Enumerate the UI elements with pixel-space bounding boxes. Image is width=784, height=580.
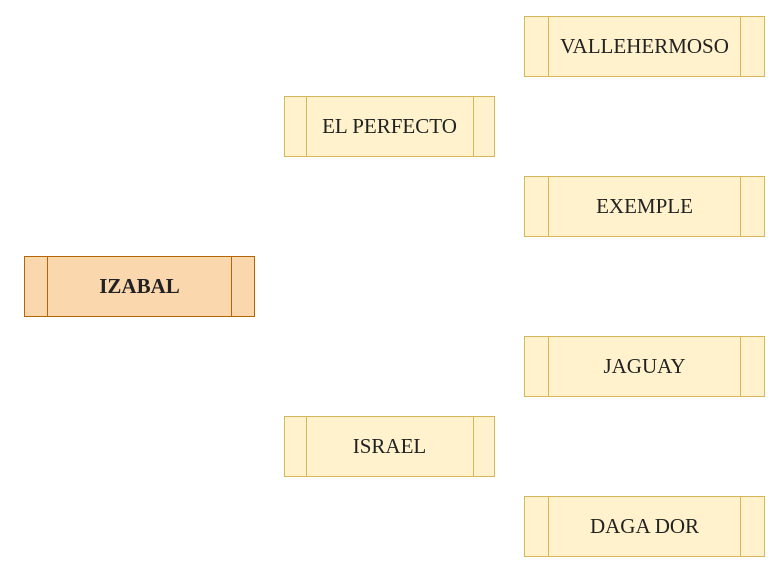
- node-divider: [548, 337, 549, 396]
- node-divider: [473, 417, 474, 476]
- node-divider: [740, 497, 741, 556]
- node-divider: [548, 497, 549, 556]
- node-vallehermoso[interactable]: VALLEHERMOSO: [524, 16, 765, 77]
- node-divider: [47, 257, 48, 316]
- node-divider: [548, 17, 549, 76]
- node-israel[interactable]: ISRAEL: [284, 416, 495, 477]
- node-label: JAGUAY: [603, 354, 686, 378]
- node-jaguay[interactable]: JAGUAY: [524, 336, 765, 397]
- node-label: DAGA DOR: [589, 514, 700, 538]
- node-divider: [740, 177, 741, 236]
- node-divider: [231, 257, 232, 316]
- node-label: EL PERFECTO: [322, 114, 457, 138]
- node-label: ISRAEL: [352, 434, 427, 458]
- node-divider: [548, 177, 549, 236]
- node-izabal[interactable]: IZABAL: [24, 256, 255, 317]
- node-daga-dor[interactable]: DAGA DOR: [524, 496, 765, 557]
- node-exemple[interactable]: EXEMPLE: [524, 176, 765, 237]
- node-divider: [473, 97, 474, 156]
- node-divider: [740, 17, 741, 76]
- node-divider: [740, 337, 741, 396]
- node-divider: [306, 417, 307, 476]
- node-label: VALLEHERMOSO: [560, 34, 729, 58]
- node-label: EXEMPLE: [596, 194, 693, 218]
- node-el-perfecto[interactable]: EL PERFECTO: [284, 96, 495, 157]
- node-divider: [306, 97, 307, 156]
- node-label: IZABAL: [99, 274, 180, 298]
